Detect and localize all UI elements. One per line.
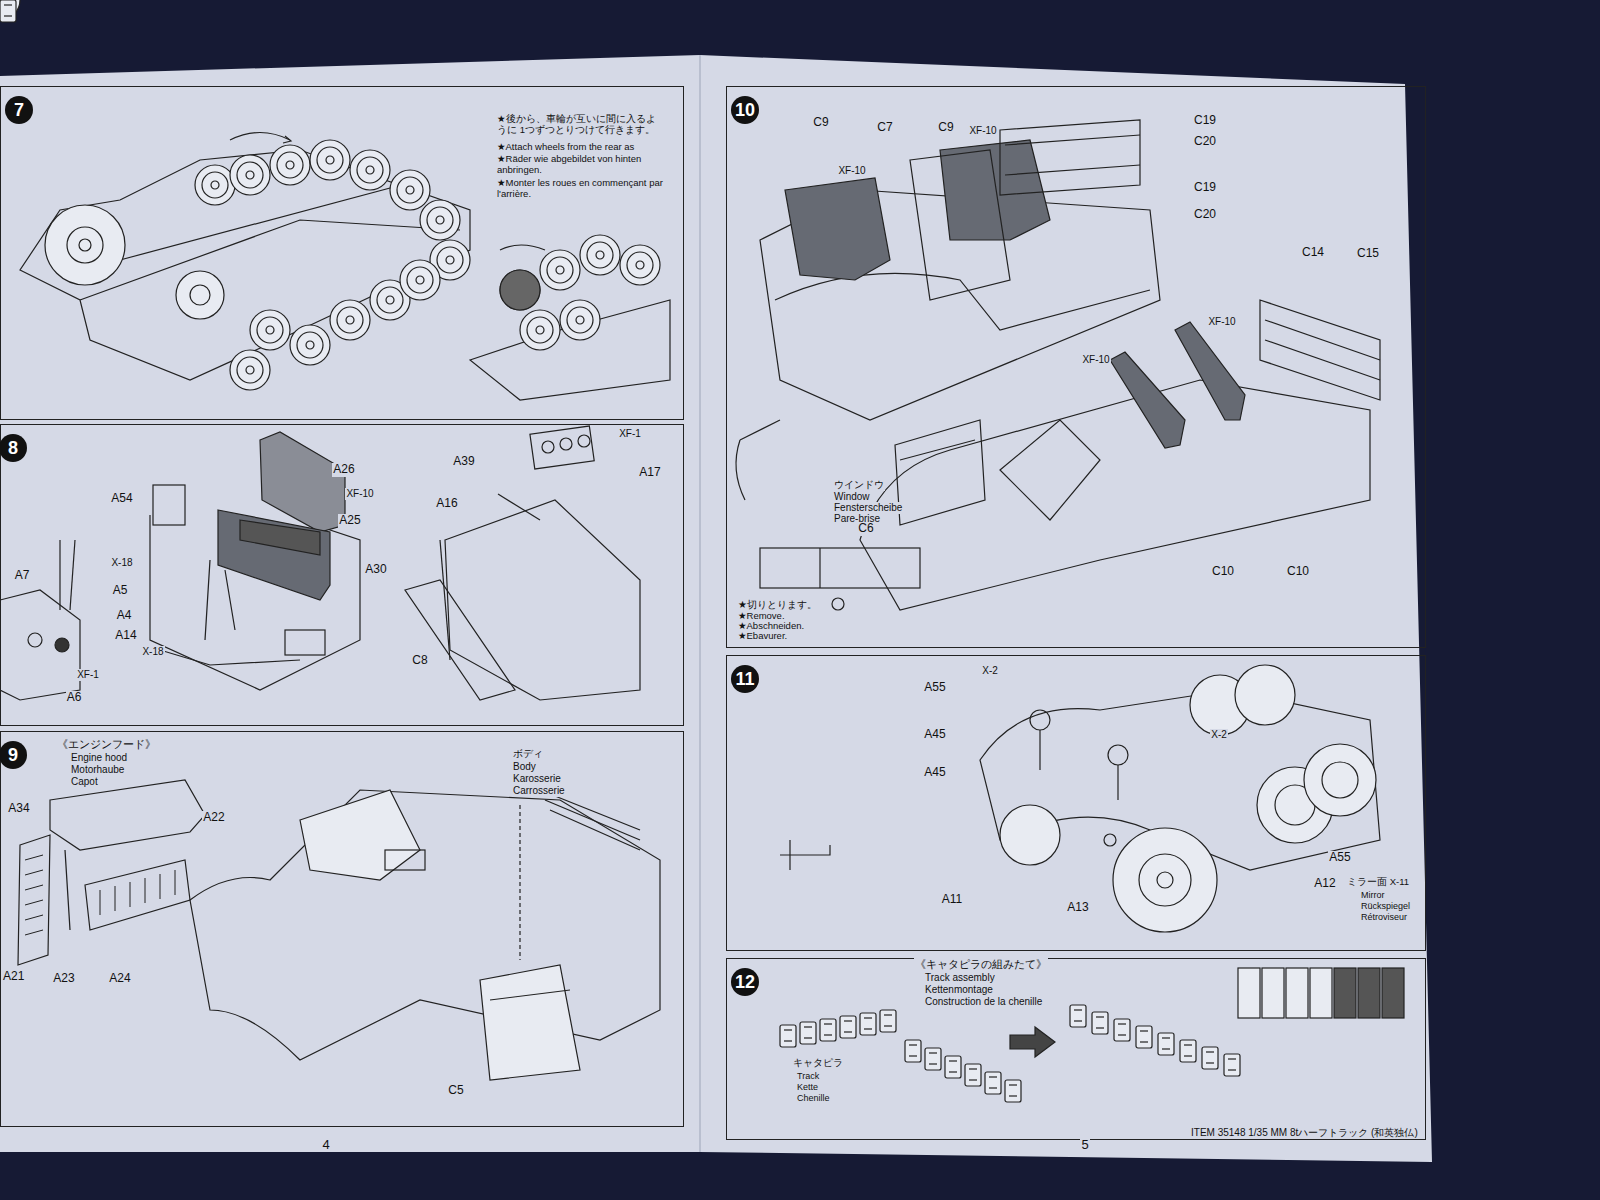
instruction-note: Fensterscheibe (833, 502, 903, 514)
part-number: C15 (1356, 247, 1380, 261)
instruction-note: ウインドウ (833, 479, 885, 491)
part-number: C5 (447, 1084, 464, 1098)
instruction-note: Body (512, 761, 537, 773)
step-number: 8 (0, 434, 27, 462)
instruction-note: Rétroviseur (1360, 912, 1408, 922)
step-number: 10 (731, 96, 759, 124)
instruction-note: ★Räder wie abgebildet von hinten anbring… (496, 154, 666, 176)
part-number: C9 (937, 121, 954, 135)
step-panel: 7 (0, 86, 684, 420)
part-number: C6 (857, 522, 874, 536)
part-number: XF-10 (1081, 354, 1110, 366)
part-number: XF-10 (345, 488, 374, 500)
part-number: A11 (941, 893, 963, 907)
instruction-note: Track assembly (924, 972, 996, 984)
instruction-note: ★切りとります。 (737, 599, 818, 611)
step-number: 7 (5, 96, 33, 124)
part-number: A12 (1313, 877, 1336, 891)
instruction-note: Track (796, 1071, 820, 1081)
part-number: A17 (638, 466, 661, 480)
instruction-note: Kettenmontage (924, 984, 994, 996)
part-number: A6 (66, 691, 83, 705)
part-number: A7 (14, 569, 31, 583)
part-number: A45 (923, 728, 946, 742)
part-number: A34 (7, 802, 30, 816)
part-number: X-18 (110, 557, 133, 569)
part-number: C10 (1286, 565, 1310, 579)
step-number: 9 (0, 741, 27, 769)
instruction-note: Mirror (1360, 890, 1386, 900)
instruction-note: Kette (796, 1082, 819, 1092)
instruction-note: Chenille (796, 1093, 831, 1103)
part-number: C19 (1193, 181, 1217, 195)
part-number: X-18 (141, 646, 164, 658)
part-number: A23 (52, 972, 75, 986)
part-number: A22 (202, 811, 225, 825)
part-number: XF-10 (837, 165, 866, 177)
instruction-note: ★Ebavurer. (737, 631, 788, 642)
instruction-note: Carrosserie (512, 785, 566, 797)
part-number: A55 (1328, 851, 1351, 865)
part-number: C10 (1211, 565, 1235, 579)
instruction-note: ★Monter les roues en commençant par l'ar… (496, 178, 666, 200)
instruction-note: Karosserie (512, 773, 562, 785)
instruction-note: ボディ (512, 748, 544, 760)
instruction-note: Construction de la chenille (924, 996, 1043, 1008)
instruction-note: Window (833, 491, 871, 503)
part-number: XF-1 (76, 669, 100, 681)
part-number: A4 (116, 609, 133, 623)
instruction-note: 《エンジンフード》 (56, 738, 157, 750)
instruction-note: Engine hood (70, 752, 128, 764)
instruction-note: ITEM 35148 1/35 MM 8tハーフトラック (和英独仏) (1190, 1127, 1419, 1139)
part-number: A54 (110, 492, 133, 506)
part-number: XF-1 (618, 428, 642, 440)
part-number: A14 (114, 629, 137, 643)
instruction-note: Capot (70, 776, 99, 788)
part-number: C20 (1193, 208, 1217, 222)
part-number: C9 (812, 116, 829, 130)
part-number: X-2 (981, 665, 999, 677)
part-number: C19 (1193, 114, 1217, 128)
part-number: 4 (321, 1138, 330, 1153)
part-number: C20 (1193, 135, 1217, 149)
instruction-note: Rückspiegel (1360, 901, 1411, 911)
part-number: A30 (364, 563, 387, 577)
part-number: A55 (923, 681, 946, 695)
part-number: 5 (1080, 1138, 1089, 1153)
part-number: A39 (452, 455, 475, 469)
part-number: A16 (435, 497, 458, 511)
part-number: A13 (1066, 901, 1089, 915)
part-number: A5 (112, 584, 129, 598)
part-number: X-2 (1210, 729, 1228, 741)
part-number: XF-10 (968, 125, 997, 137)
step-number: 12 (731, 968, 759, 996)
part-number: A25 (338, 514, 361, 528)
part-number: C14 (1301, 246, 1325, 260)
step-number: 11 (731, 665, 759, 693)
step-panel: 10 (726, 86, 1426, 648)
instruction-note: ★後から、車輪が互いに間に入るように 1つずつとりつけて行きます。 (496, 114, 666, 136)
part-number: C7 (876, 121, 893, 135)
part-number: A21 (2, 970, 25, 984)
step-panel: 9 (0, 731, 684, 1127)
instruction-note: Motorhaube (70, 764, 125, 776)
instruction-note: ミラー面 X-11 (1346, 877, 1410, 888)
part-number: C8 (411, 654, 428, 668)
part-number: A45 (923, 766, 946, 780)
part-number: A26 (332, 463, 355, 477)
instruction-note: キャタピラ (792, 1058, 844, 1069)
part-number: A24 (108, 972, 131, 986)
part-number: XF-10 (1207, 316, 1236, 328)
step-panel: 12 (726, 958, 1426, 1140)
instruction-note: 《キャタピラの組みたて》 (914, 958, 1048, 971)
